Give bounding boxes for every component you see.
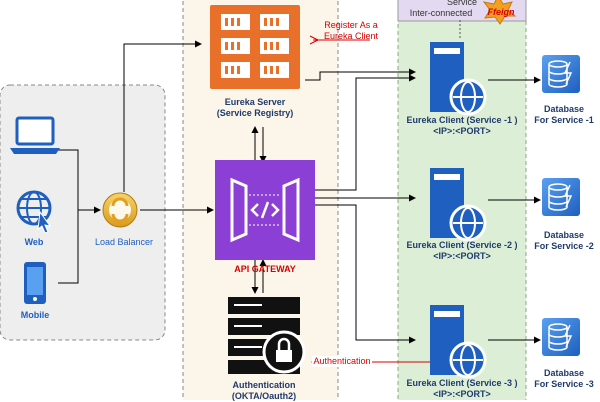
database-1-line1: Database bbox=[543, 104, 585, 114]
authentication-arrow-label: Authentication bbox=[312, 356, 372, 367]
database-icon-2 bbox=[542, 178, 580, 216]
eureka-server-title: Eureka Server bbox=[224, 97, 286, 107]
database-1-line2: For Service -1 bbox=[534, 115, 594, 125]
service-2-name: Eureka Client (Service -2 ) bbox=[406, 240, 518, 250]
service-2-addr: <IP>:<PORT> bbox=[433, 251, 491, 261]
api-gateway-icon bbox=[215, 160, 315, 260]
feign-star-icon bbox=[482, 0, 517, 25]
load-balancer-icon bbox=[102, 192, 138, 228]
eureka-right-line bbox=[305, 68, 416, 81]
authentication-subtitle: (OKTA/Oauth2) bbox=[231, 391, 297, 401]
database-3-line1: Database bbox=[543, 368, 585, 378]
lb-to-eureka-line bbox=[123, 40, 202, 192]
laptop-to-lb-line bbox=[58, 149, 79, 210]
service-1-addr: <IP>:<PORT> bbox=[433, 126, 491, 136]
database-icon-1 bbox=[542, 55, 580, 93]
register-note-line2: Eureka Client bbox=[323, 31, 379, 41]
load-balancer-label: Load Balancer bbox=[94, 237, 154, 247]
eureka-server-icon bbox=[210, 5, 300, 89]
service-server-icon-2 bbox=[430, 168, 487, 242]
service-server-icon-1 bbox=[430, 42, 487, 116]
interconnect-line2: Inter-connected bbox=[409, 8, 473, 18]
service-server-icon-3 bbox=[430, 305, 487, 379]
mobile-label: Mobile bbox=[20, 310, 50, 320]
service-3-addr: <IP>:<PORT> bbox=[433, 389, 491, 399]
authentication-server-icon bbox=[228, 297, 306, 374]
web-label: Web bbox=[24, 237, 44, 247]
authentication-title: Authentication bbox=[232, 380, 296, 390]
gateway-to-service1-line bbox=[315, 74, 416, 191]
database-2-line2: For Service -2 bbox=[534, 241, 594, 251]
laptop-icon bbox=[10, 116, 60, 154]
feign-label: Ffeign bbox=[487, 7, 515, 17]
service-3-name: Eureka Client (Service -3 ) bbox=[406, 378, 518, 388]
register-note-line1: Register As a bbox=[324, 20, 378, 30]
gateway-to-service3-line bbox=[315, 204, 416, 344]
globe-icon bbox=[16, 190, 52, 234]
database-icon-3 bbox=[542, 318, 580, 356]
database-2-line1: Database bbox=[543, 230, 585, 240]
mobile-to-lb-line bbox=[58, 210, 79, 284]
register-arrow bbox=[309, 35, 319, 45]
api-gateway-label: API GATEWAY bbox=[234, 264, 296, 274]
eureka-server-subtitle: (Service Registry) bbox=[216, 108, 294, 118]
database-3-line2: For Service -3 bbox=[534, 379, 594, 389]
interconnect-line1: Service bbox=[446, 0, 477, 7]
service-1-name: Eureka Client (Service -1 ) bbox=[406, 115, 518, 125]
mobile-icon bbox=[24, 262, 46, 304]
